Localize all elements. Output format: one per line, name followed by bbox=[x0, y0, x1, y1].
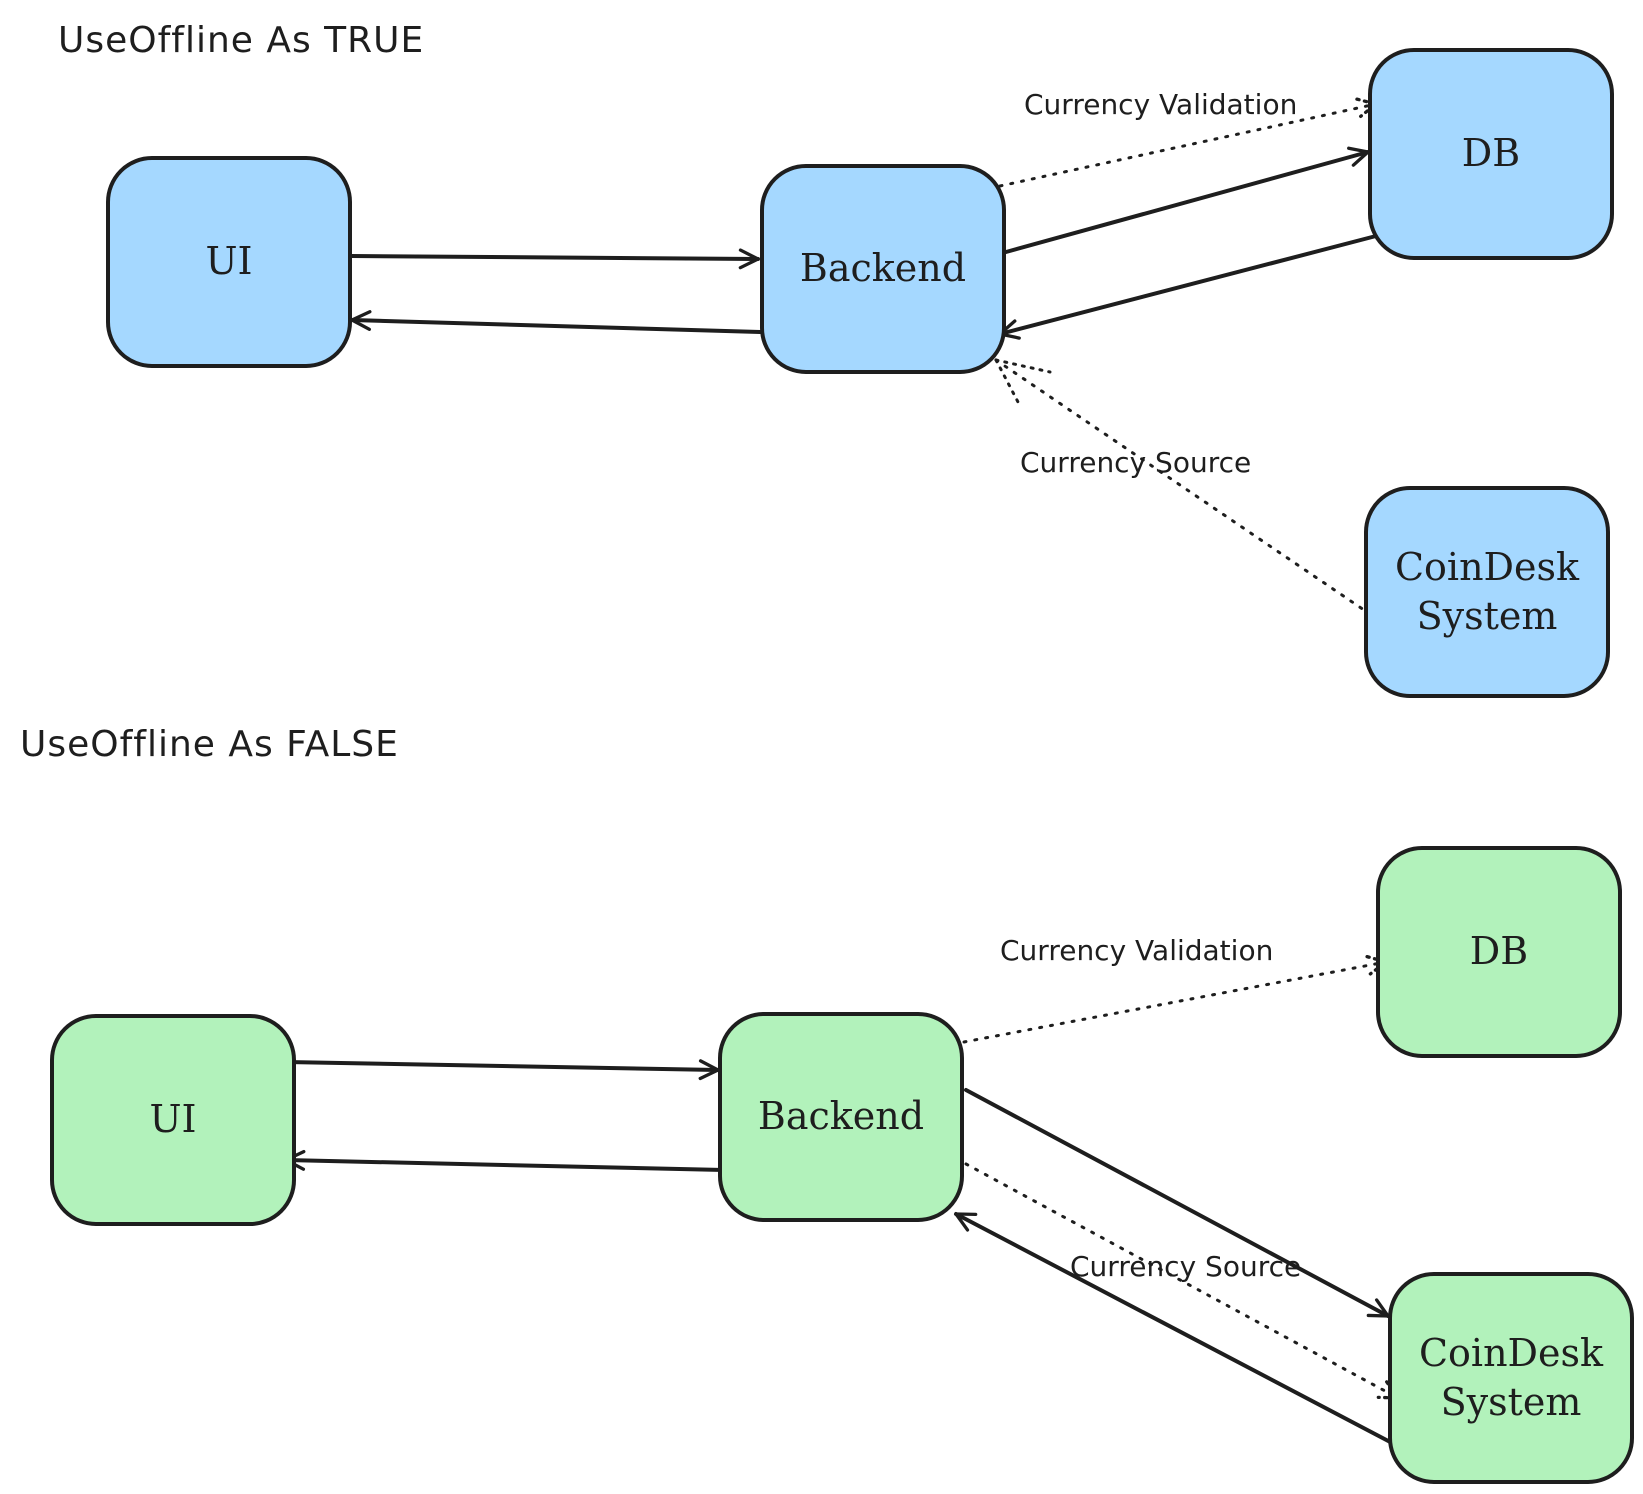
top-currency-source-dotted-line bbox=[994, 358, 1366, 612]
top-backend-to-db-arrow bbox=[1004, 146, 1370, 254]
bottom-currency-source-label: Currency Source bbox=[1070, 1250, 1302, 1283]
top-currency-source-label: Currency Source bbox=[1020, 446, 1252, 479]
top-ui-to-backend-arrow bbox=[350, 248, 760, 270]
top-db-to-backend-arrow bbox=[998, 234, 1378, 340]
top-section-title: UseOffline As TRUE bbox=[58, 20, 425, 61]
bottom-currency-validation-dotted-arrow bbox=[962, 962, 1386, 1044]
top-backend-to-ui-arrow bbox=[350, 310, 762, 334]
bottom-coindesk-box[interactable]: CoinDesk System bbox=[1388, 1272, 1634, 1484]
top-currency-validation-label: Currency Validation bbox=[1024, 88, 1298, 121]
top-ui-box[interactable]: UI bbox=[106, 156, 352, 368]
bottom-currency-validation-label: Currency Validation bbox=[1000, 934, 1274, 967]
bottom-section-title: UseOffline As FALSE bbox=[20, 724, 399, 765]
top-db-box[interactable]: DB bbox=[1368, 48, 1614, 260]
bottom-backend-to-coindesk-arrow bbox=[964, 1088, 1390, 1318]
top-currency-validation-dotted-arrow bbox=[998, 104, 1376, 188]
bottom-db-box[interactable]: DB bbox=[1376, 846, 1622, 1058]
bottom-ui-box[interactable]: UI bbox=[50, 1014, 296, 1226]
top-backend-box[interactable]: Backend bbox=[760, 164, 1006, 374]
top-coindesk-box[interactable]: CoinDesk System bbox=[1364, 486, 1610, 698]
bottom-coindesk-to-backend-arrow bbox=[954, 1212, 1396, 1446]
bottom-currency-source-dotted-arrow bbox=[964, 1162, 1398, 1398]
bottom-backend-box[interactable]: Backend bbox=[718, 1012, 964, 1222]
top-currency-source-dotted-fork bbox=[994, 358, 1052, 404]
bottom-backend-to-ui-arrow bbox=[284, 1149, 726, 1172]
bottom-ui-to-backend-arrow bbox=[284, 1059, 720, 1081]
